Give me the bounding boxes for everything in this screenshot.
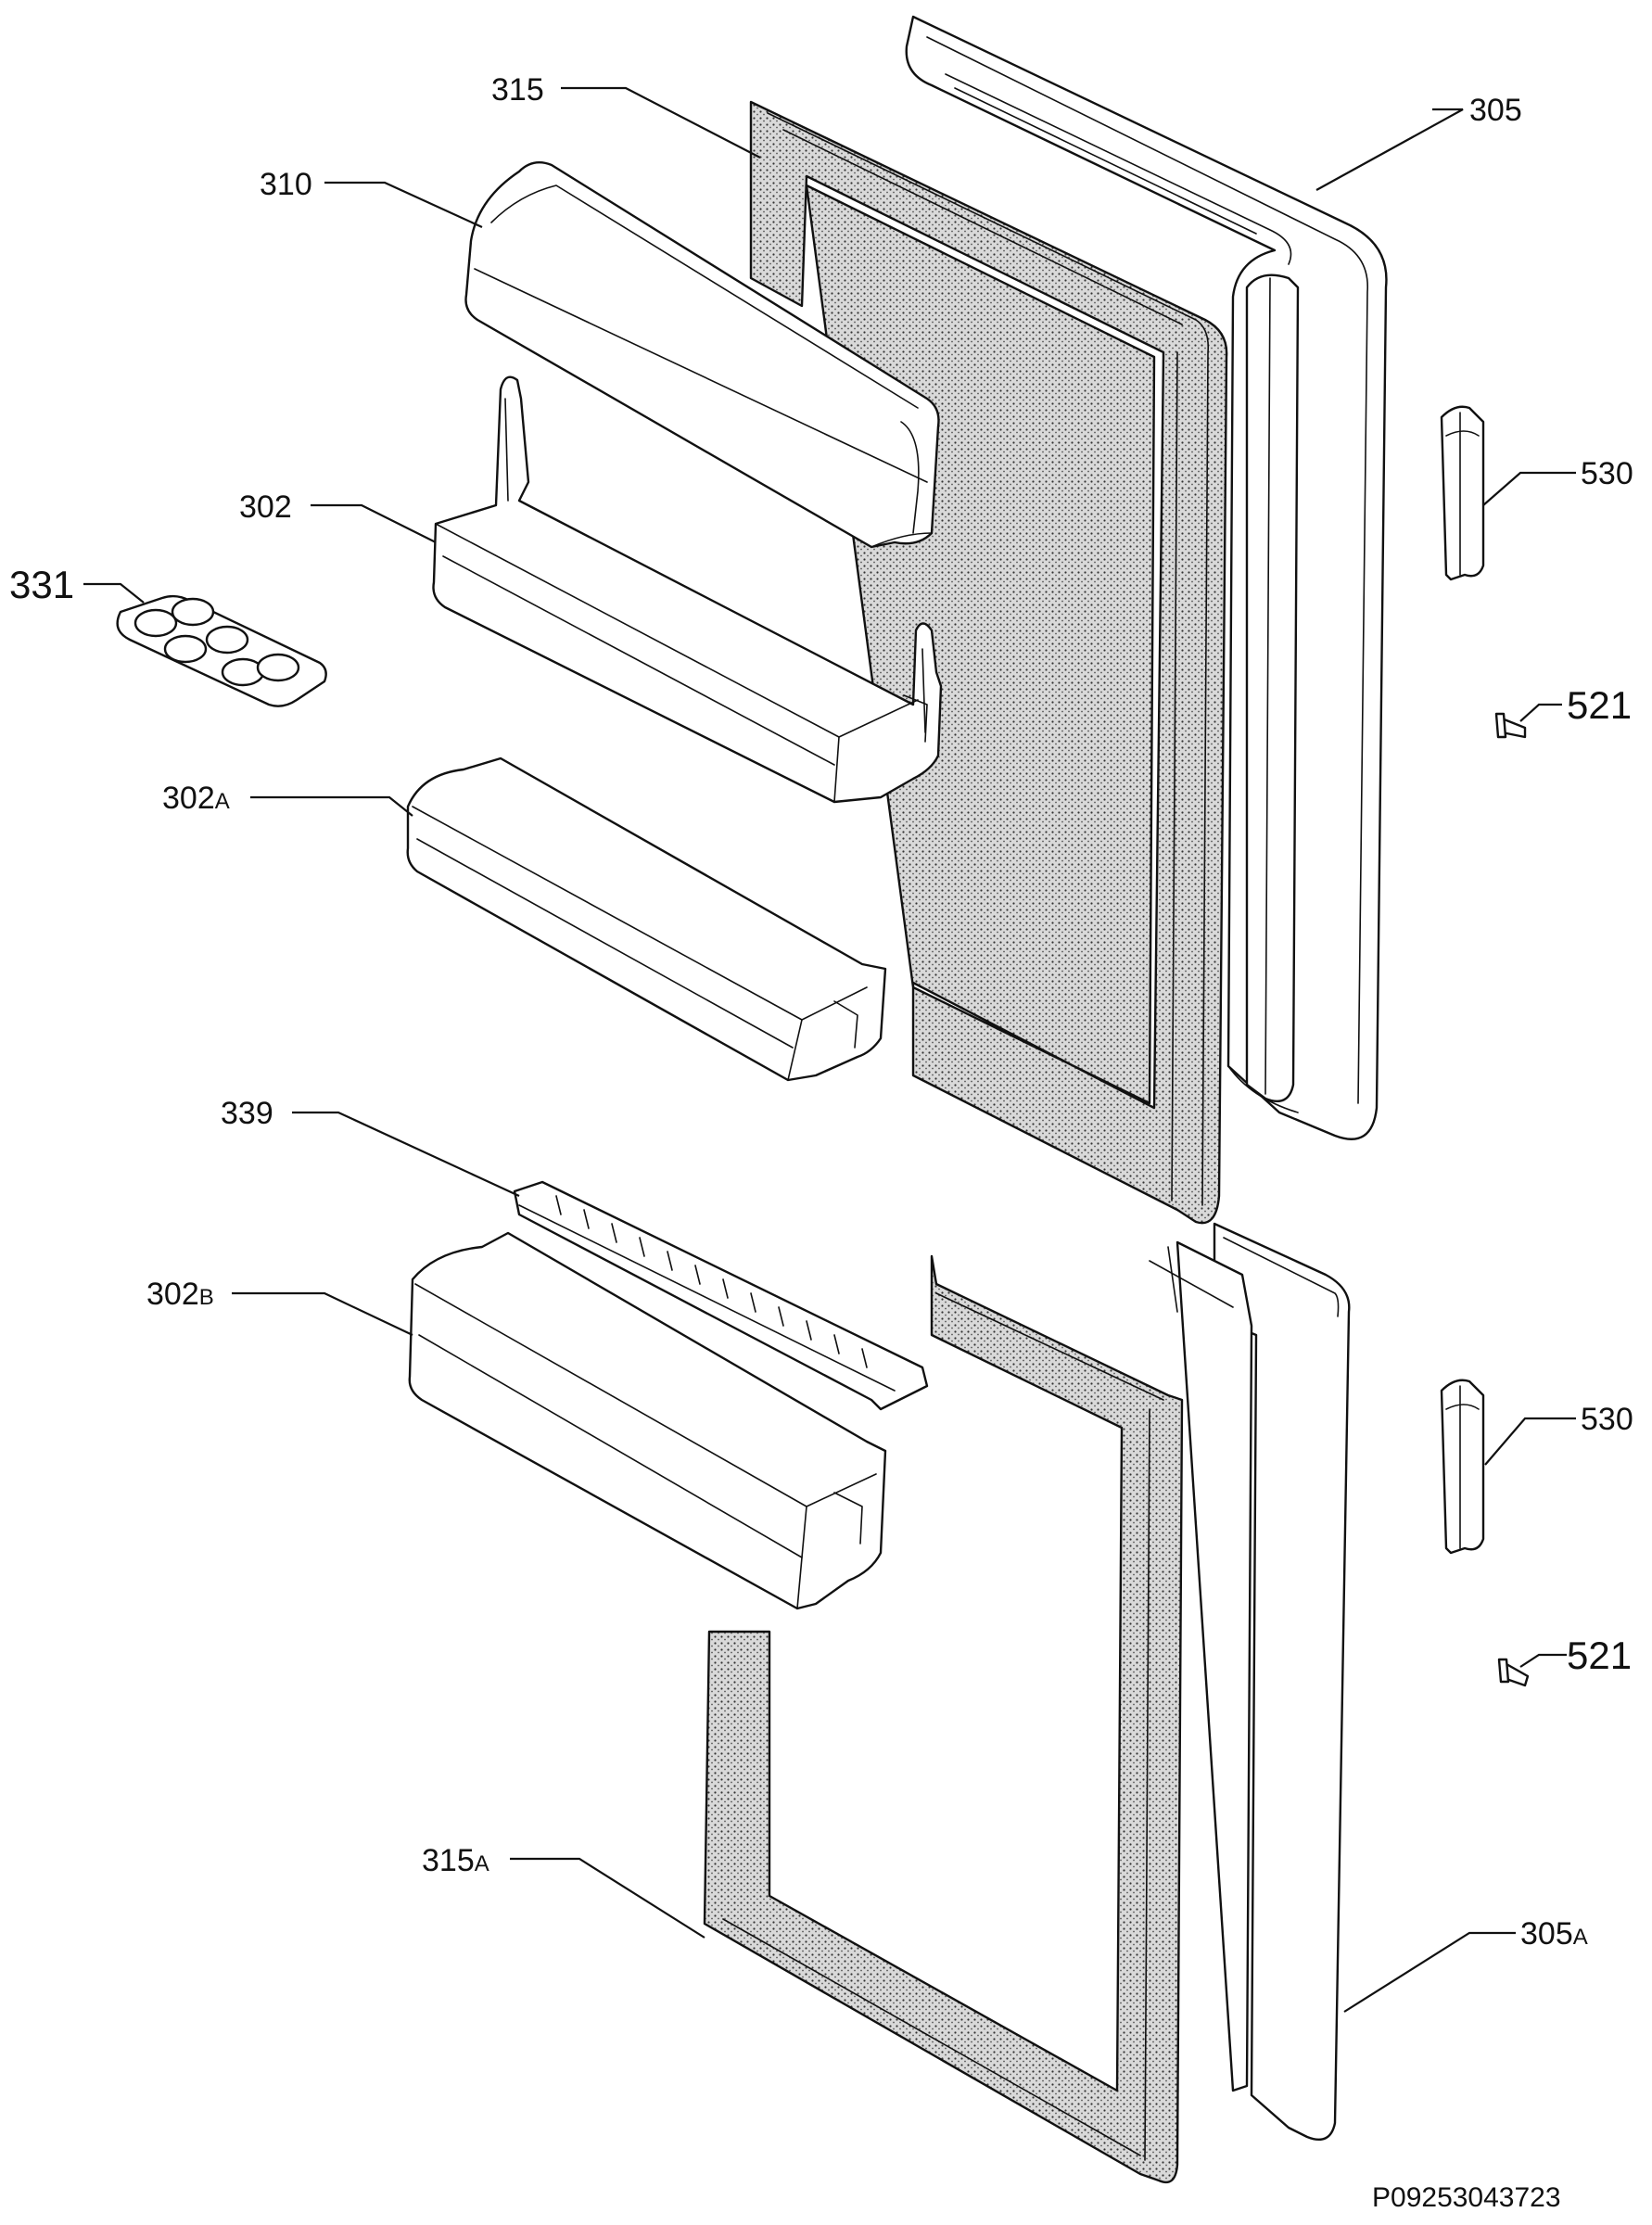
label-315A: 315A: [422, 1843, 489, 1878]
label-530-bottom: 530: [1581, 1402, 1633, 1437]
label-302A-number: 302: [162, 781, 215, 816]
label-302A-suffix: A: [215, 789, 230, 814]
label-530-top: 530: [1581, 456, 1633, 491]
label-315A-number: 315: [422, 1843, 475, 1878]
label-331: 331: [9, 563, 74, 606]
egg-tray-331: [116, 594, 327, 707]
label-305A-suffix: A: [1573, 1925, 1588, 1950]
screw-521-top: [1494, 712, 1527, 739]
label-302B: 302B: [146, 1277, 214, 1312]
door-shelf-302: [432, 375, 943, 804]
drawing-code: P09253043723: [1372, 2182, 1561, 2213]
lower-door-gasket-315A: [703, 1254, 1184, 2184]
lower-door-panel-305A: [1149, 1222, 1351, 2142]
label-521-top: 521: [1567, 683, 1632, 727]
label-302B-suffix: B: [199, 1285, 214, 1310]
label-305A-number: 305: [1520, 1916, 1573, 1952]
door-shelf-302B: [408, 1231, 887, 1610]
label-302B-number: 302: [146, 1277, 199, 1312]
label-302: 302: [239, 490, 292, 525]
screw-521-bottom: [1497, 1658, 1530, 1687]
bottle-rack-339: [513, 1180, 929, 1411]
label-315: 315: [491, 72, 544, 108]
label-305: 305: [1469, 93, 1522, 128]
label-315A-suffix: A: [475, 1851, 489, 1876]
label-339: 339: [221, 1096, 273, 1131]
label-521-bottom: 521: [1567, 1634, 1632, 1677]
label-305A: 305A: [1520, 1916, 1588, 1952]
leader-lines: [83, 86, 1576, 2013]
door-handle-530-bottom: [1440, 1379, 1485, 1555]
label-310: 310: [260, 167, 312, 202]
part-labels: 305 315 310 302 331 530 521 302A 339 302…: [9, 72, 1633, 1952]
dairy-cover-310: [464, 161, 940, 549]
label-302A: 302A: [162, 781, 230, 816]
door-handle-530-top: [1440, 405, 1485, 581]
door-shelf-302A: [406, 756, 887, 1082]
upper-door-panel-305: [905, 15, 1388, 1140]
